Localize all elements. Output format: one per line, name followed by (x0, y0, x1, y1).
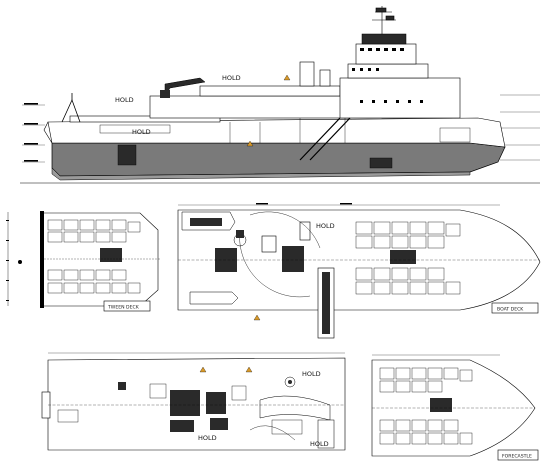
hold-label-2: HOLD (115, 96, 134, 104)
warning-triangle-icon (246, 140, 254, 147)
forecastle-cabins (379, 367, 473, 445)
main-deck-plan: HOLD BOAT DECK (177, 203, 541, 339)
hold-label-5: HOLD (302, 370, 321, 378)
funnel (299, 61, 315, 87)
a-frame (61, 93, 81, 123)
hold-label-1: HOLD (222, 74, 241, 82)
hold-label-7: HOLD (310, 440, 329, 448)
title-box-tween-deck (103, 300, 151, 312)
accommodation-block (149, 95, 351, 119)
hull-topside (47, 117, 506, 148)
hold-label-6: HOLD (198, 434, 217, 442)
warning-triangle-icon (199, 366, 207, 373)
profile-level-annotations (24, 103, 38, 162)
warning-triangle-icon (245, 366, 253, 373)
main-deck-bulwark (69, 115, 221, 123)
title-tween-deck: TWEEN DECK (107, 305, 140, 311)
forward-superstructure (339, 77, 461, 119)
warning-triangle-icon (283, 74, 291, 81)
mast (372, 6, 396, 34)
title-forecastle: FORECASTLE (502, 454, 532, 460)
profile-view: HOLD HOLD HOLD (20, 6, 540, 184)
lower-deck-plan: HOLD HOLD HOLD (41, 352, 346, 451)
forward-cabins (355, 221, 461, 295)
wheelhouse (355, 43, 417, 65)
stair-core (100, 248, 122, 262)
title-box-bridge-deck (491, 302, 539, 314)
forecastle-plan: FORECASTLE (371, 354, 539, 461)
profile-internal-structure (99, 117, 471, 169)
hold-label-3: HOLD (132, 128, 151, 136)
title-bridge-deck: BOAT DECK (497, 307, 524, 313)
lifeboat-stbd (189, 291, 239, 305)
engine-room-equipment (118, 382, 228, 432)
tween-deck-plan: TWEEN DECK (6, 211, 160, 312)
profile-windows (352, 48, 423, 103)
cabin-grid (47, 219, 141, 294)
hull-keel (51, 167, 471, 181)
warning-triangle-icon (253, 314, 261, 321)
hatch-2 (282, 246, 304, 272)
title-box-forecastle (497, 449, 539, 461)
hold-label-4: HOLD (316, 222, 335, 230)
deck-crane (160, 77, 206, 98)
waterline-ticks (22, 94, 540, 163)
